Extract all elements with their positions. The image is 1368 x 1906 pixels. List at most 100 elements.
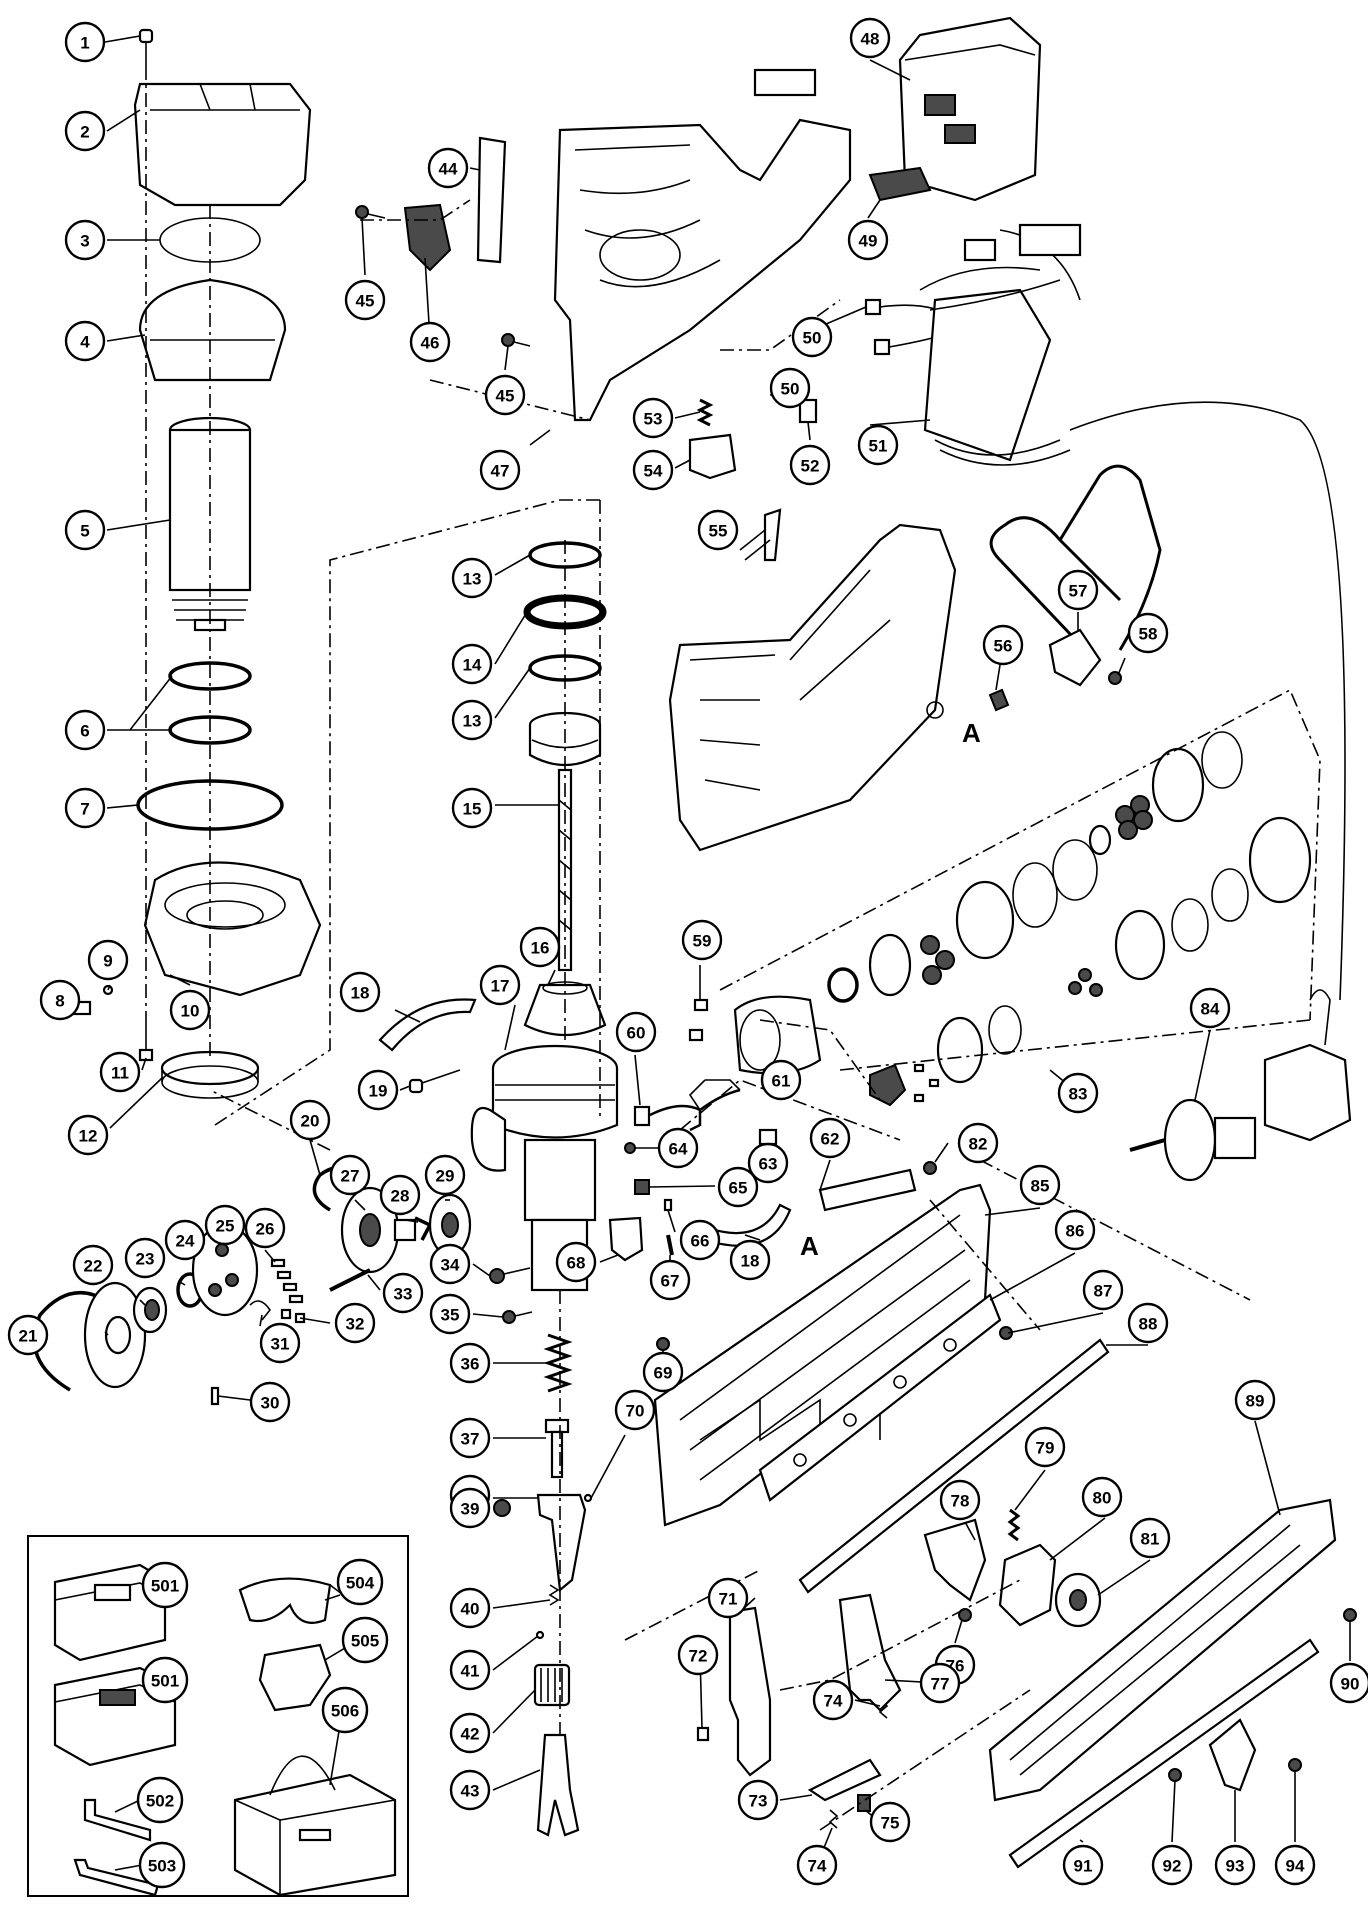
part-501-charger-lower [53, 1666, 177, 1767]
callout-circle [427, 147, 469, 189]
callout-label: 28 [391, 1187, 410, 1206]
callout-label: 501 [151, 1577, 179, 1596]
part-93-foot [1208, 1718, 1257, 1792]
callout-14: 14 [451, 643, 493, 685]
callout-circle [39, 979, 81, 1021]
callout-label: 57 [1069, 582, 1088, 601]
callout-label: 88 [1139, 1315, 1158, 1334]
callout-label: 49 [859, 232, 878, 251]
part-65-switch [634, 1179, 650, 1195]
callout-74: 74 [812, 1679, 854, 1721]
part-92-screw [1168, 1768, 1182, 1782]
callout-label: 50 [781, 380, 800, 399]
callout-label: 18 [741, 1252, 760, 1271]
callout-label: 505 [351, 1632, 379, 1651]
callout-79: 79 [1024, 1426, 1066, 1468]
callout-label: 3 [80, 232, 89, 251]
callout-circle [1082, 1269, 1124, 1311]
part-1-screw [138, 28, 154, 66]
callout-label: 67 [661, 1272, 680, 1291]
callout-circle [449, 1769, 491, 1811]
callout-41: 41 [449, 1649, 491, 1691]
callout-circle [87, 939, 129, 981]
part-21-retaining-ring [32, 1291, 106, 1392]
callout-label: 24 [176, 1232, 195, 1251]
part-51-control-board [919, 223, 1082, 466]
callout-label: 84 [1201, 1000, 1220, 1019]
callout-circle [64, 509, 106, 551]
callout-circle [1127, 1302, 1169, 1344]
callout-91: 91 [1062, 1844, 1104, 1886]
part-26-pins [270, 1258, 304, 1304]
callout-circle [339, 971, 381, 1013]
callout-circle [64, 787, 106, 829]
callout-label: 68 [567, 1254, 586, 1273]
part-504-safety-glasses [238, 1577, 351, 1624]
callout-49: 49 [847, 219, 889, 261]
callout-label: 47 [491, 462, 510, 481]
callout-circle [1057, 569, 1099, 611]
callout-label: 7 [80, 800, 89, 819]
reference-letter-a-upper: A [962, 718, 981, 748]
callout-label: 25 [216, 1217, 235, 1236]
callout-label: 6 [80, 722, 89, 741]
part-66-pin [663, 1198, 673, 1212]
callout-circle [429, 1243, 471, 1285]
part-18-strap-upper [378, 998, 477, 1052]
callout-circle [769, 367, 811, 409]
callout-label: 81 [1141, 1530, 1160, 1549]
callout-circle [677, 1634, 719, 1676]
callout-71: 71 [707, 1577, 749, 1619]
callout-label: 72 [689, 1647, 708, 1666]
callout-circle [1234, 1379, 1276, 1421]
callout-label: 19 [369, 1082, 388, 1101]
callout-83: 83 [1057, 1072, 1099, 1114]
part-60-sensor [633, 1105, 651, 1127]
callout-circle [869, 1801, 911, 1843]
callout-label: 69 [654, 1364, 673, 1383]
callout-label: 5 [80, 522, 89, 541]
callout-circle [7, 1314, 49, 1356]
part-505-holder [258, 1643, 332, 1712]
callout-circle [484, 374, 526, 416]
callout-label: 74 [808, 1857, 827, 1876]
callout-circle [64, 320, 106, 362]
callout-label: 74 [824, 1692, 843, 1711]
callout-66: 66 [679, 1219, 721, 1261]
callout-circle [729, 1239, 771, 1281]
callout-5: 5 [64, 509, 106, 551]
callout-circle [791, 316, 833, 358]
callout-circle [64, 709, 106, 751]
callout-506: 506 [321, 1686, 369, 1734]
part-77-nose [838, 1593, 902, 1712]
callout-label: 78 [951, 1492, 970, 1511]
part-54-switch-cover [688, 433, 737, 480]
callout-circle [329, 1154, 371, 1196]
part-83-gearbox-stack [827, 731, 1312, 1107]
part-70-pin [583, 1493, 593, 1503]
callout-45: 45 [344, 279, 386, 321]
callout-circle [479, 449, 521, 491]
callout-circle [379, 1174, 421, 1216]
part-47-housing-half [553, 68, 852, 422]
callout-26: 26 [244, 1207, 286, 1249]
callout-circle [697, 509, 739, 551]
callout-label: 51 [869, 437, 888, 456]
callout-3: 3 [64, 219, 106, 261]
callout-circle [451, 557, 493, 599]
callout-circle [1062, 1844, 1104, 1886]
callout-82: 82 [957, 1122, 999, 1164]
callout-59: 59 [681, 919, 723, 961]
callout-circle [707, 1577, 749, 1619]
callout-24: 24 [164, 1219, 206, 1261]
part-41-ball [535, 1630, 545, 1640]
part-42-adjuster [533, 1663, 571, 1707]
callout-88: 88 [1127, 1302, 1169, 1344]
callout-circle [1274, 1844, 1316, 1886]
callout-label: 15 [463, 800, 482, 819]
part-90-screw [1343, 1608, 1357, 1622]
callout-61: 61 [760, 1059, 802, 1101]
callout-label: 93 [1226, 1857, 1245, 1876]
callout-68: 68 [555, 1241, 597, 1283]
